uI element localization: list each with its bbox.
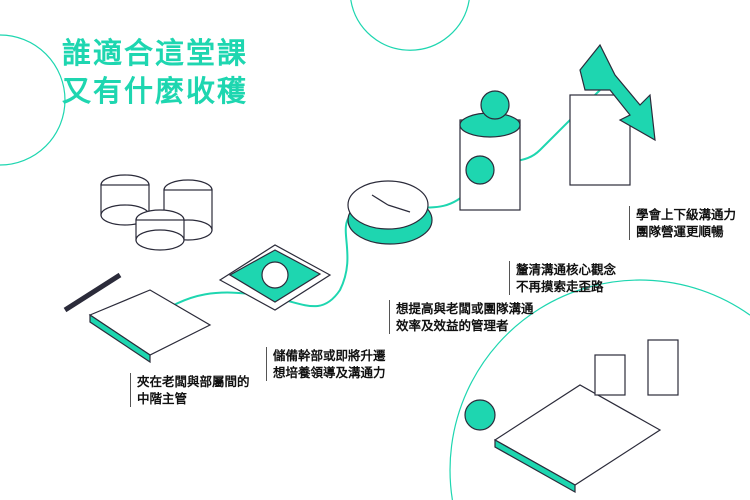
money-stack-icon	[218, 244, 332, 311]
caption-line: 想培養領導及溝通力	[273, 365, 386, 380]
caption-line: 夾在老闆與部屬間的	[137, 374, 250, 389]
caption-line: 釐清溝通核心觀念	[516, 262, 617, 277]
card-and-coins-icon	[464, 339, 679, 494]
audience-caption-3: 想提高與老闆或團隊溝通 效率及效益的管理者	[389, 300, 534, 334]
chart-arrow-icon	[569, 43, 656, 186]
benefit-caption-2: 學會上下級溝通力 團隊營運更順暢	[629, 206, 736, 240]
notepad-icon	[63, 272, 212, 364]
caption-line: 中階主管	[137, 391, 188, 406]
caption-line: 效率及效益的管理者	[396, 318, 509, 333]
caption-line: 想提高與老闆或團隊溝通	[396, 301, 534, 316]
coin-jar-icon	[459, 90, 521, 211]
caption-line: 不再摸索走歪路	[516, 279, 604, 294]
coin-stacks-left	[100, 174, 213, 251]
page-title: 誰適合這堂課 又有什麼收穫	[62, 34, 248, 110]
audience-caption-1: 夾在老闆與部屬間的 中階主管	[130, 373, 250, 407]
audience-caption-2: 儲備幹部或即將升遷 想培養領導及溝通力	[266, 347, 386, 381]
title-line-1: 誰適合這堂課	[62, 36, 249, 70]
title-line-2: 又有什麼收穫	[62, 74, 249, 108]
benefit-caption-1: 釐清溝通核心觀念 不再摸索走歪路	[509, 261, 616, 295]
caption-line: 團隊營運更順暢	[636, 224, 724, 239]
caption-line: 學會上下級溝通力	[636, 207, 737, 222]
caption-line: 儲備幹部或即將升遷	[273, 348, 386, 363]
clock-icon	[347, 180, 433, 245]
